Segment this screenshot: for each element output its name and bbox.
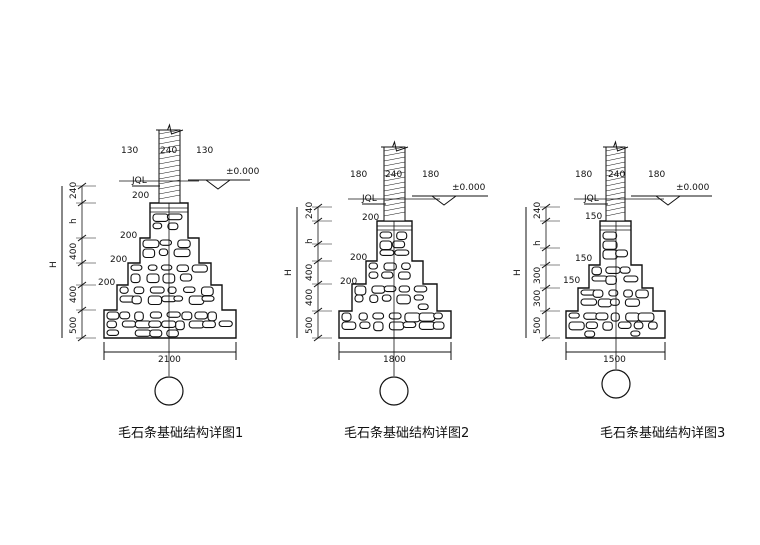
footing-3-stone-body [565,220,666,339]
footing-1-wall-dim-left: 130 [121,146,138,156]
footing-1-step-1: 200 [132,191,149,201]
footing-2-dim-400b: 400 [305,289,315,306]
footing-3-dim-300b: 300 [533,290,543,307]
footing-3-axis-bubble [601,369,631,399]
footing-2-wall-dim-left: 180 [350,170,367,180]
footing-1-step-2: 200 [120,231,137,241]
footing-1-wall-dim-right: 130 [196,146,213,156]
footing-2-step-1: 200 [362,213,379,223]
footing-2-elevation-label: ±0.000 [452,183,486,193]
footing-3-caption: 毛石条基础结构详图3 [600,425,725,441]
footing-2-dim-240: 240 [305,202,315,219]
footing-2-wall-dim-right: 180 [422,170,439,180]
footing-1-caption: 毛石条基础结构详图1 [118,425,243,441]
footing-2-depth-dims [312,203,332,342]
footing-3-elevation-label: ±0.000 [676,183,710,193]
footing-2-axis-bubble [379,376,409,406]
footing-2-step-3: 200 [340,277,357,287]
footing-3-wall-dim-left: 180 [575,170,592,180]
footing-2-step-2: 200 [350,253,367,263]
footing-1-dim-500: 500 [69,317,79,334]
footing-2-dim-500: 500 [305,317,315,334]
footing-2-wall-dim-mid: 240 [385,170,402,180]
footing-3-beam-label: JQL [583,194,599,204]
footing-3-wall-dim-right: 180 [648,170,665,180]
footing-1-brick-wall [156,123,184,204]
footing-3-brick-wall [603,140,629,222]
footing-1-wall-dim-mid: 240 [160,146,177,156]
footing-1-overall-label: H [49,261,59,268]
footing-1-dim-400b: 400 [69,286,79,303]
footing-3-dim-h: h [533,240,543,246]
footing-1-dim-400a: 400 [69,243,79,260]
footing-3-base-width: 1500 [603,355,626,365]
footing-1-dim-240: 240 [69,182,79,199]
footing-3-dim-240: 240 [533,202,543,219]
footing-1-axis-bubble [154,376,184,406]
footing-detail-2: 180 240 180 ±0.000 JQL 200 200 200 240 h… [284,140,488,441]
footing-3-step-1: 150 [585,212,602,222]
footing-3-step-2: 150 [575,254,592,264]
footing-3-wall-dim-mid: 240 [608,170,625,180]
footing-detail-3: 180 240 180 ±0.000 JQL 150 150 150 240 h… [513,140,725,441]
footing-3-step-3: 150 [563,276,580,286]
footing-2-stone-body [338,220,452,339]
footing-1-step-4: 200 [98,278,115,288]
footing-1-stone-body [103,202,237,339]
footing-2-dim-h: h [305,238,315,244]
footing-1-dim-h: h [69,218,79,224]
footing-3-dim-300a: 300 [533,267,543,284]
footing-2-base-width: 1800 [383,355,406,365]
footing-2-elevation-mark [431,195,457,206]
footing-3-depth-dims [540,203,560,342]
footing-1-step-3: 200 [110,255,127,265]
footing-1-depth-dims [76,182,96,342]
footing-3-elevation-mark [655,195,681,206]
footing-2-brick-wall [381,140,409,222]
footing-2-dim-400a: 400 [305,264,315,281]
footing-2-beam-label: JQL [361,194,377,204]
footing-3-overall-label: H [513,269,523,276]
footing-2-overall-label: H [284,269,294,276]
footing-1-beam-label: JQL [131,176,147,186]
footing-1-base-width: 2100 [158,355,181,365]
footing-1-elevation-label: ±0.000 [226,167,260,177]
footing-1-elevation-mark [205,179,231,190]
footing-2-caption: 毛石条基础结构详图2 [344,425,469,441]
footing-3-dim-500: 500 [533,317,543,334]
footing-detail-1: 130 240 130 ±0.000 JQL 200 200 200 200 2… [49,123,260,441]
